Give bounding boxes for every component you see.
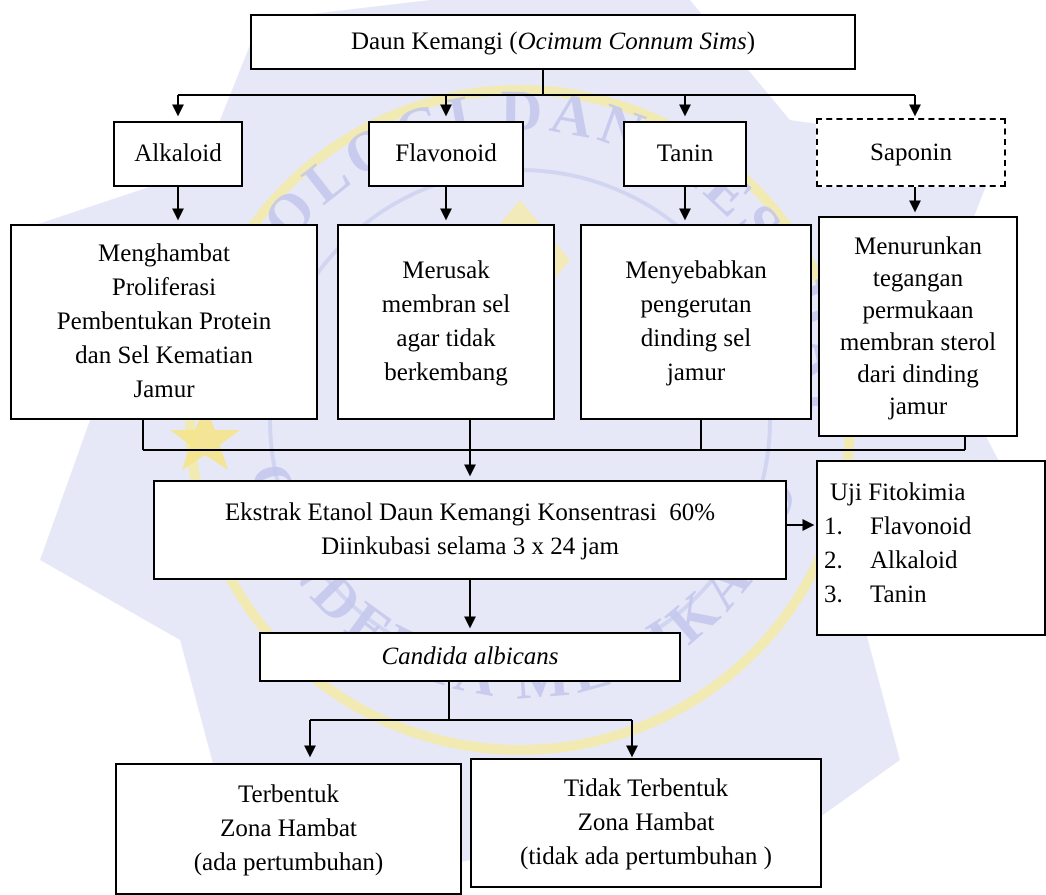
root-label: Daun Kemangi (Ocimum Connum Sims) bbox=[350, 28, 756, 55]
extract-line-1: Ekstrak Etanol Daun Kemangi Konsentrasi … bbox=[224, 499, 716, 526]
organism-label: Candida albicans bbox=[381, 643, 559, 670]
compound-alkaloid: Alkaloid bbox=[113, 121, 243, 187]
extract-line-2: Diinkubasi selama 3 x 24 jam bbox=[321, 533, 619, 560]
compound-saponin: Saponin bbox=[816, 118, 1006, 187]
effect-tanin: Menyebabkan pengerutan dinding sel jamur bbox=[580, 224, 812, 420]
uji-list: 1.Flavonoid 2.Alkaloid 3.Tanin bbox=[824, 510, 971, 612]
outcome-tidak-terbentuk: Tidak Terbentuk Zona Hambat (tidak ada p… bbox=[470, 758, 822, 888]
outcome-terbentuk: Terbentuk Zona Hambat (ada pertumbuhan) bbox=[115, 763, 462, 895]
extract-box: Ekstrak Etanol Daun Kemangi Konsentrasi … bbox=[153, 480, 787, 580]
effect-flavonoid: Merusak membran sel agar tidak berkemban… bbox=[337, 224, 555, 420]
compound-flavonoid: Flavonoid bbox=[368, 121, 524, 187]
effect-alkaloid: Menghambat Proliferasi Pembentukan Prote… bbox=[10, 224, 318, 420]
uji-title: Uji Fitokimia bbox=[830, 479, 966, 506]
effect-saponin: Menurunkan tegangan permukaan membran st… bbox=[818, 216, 1018, 437]
uji-fitokimia-box: Uji Fitokimia 1.Flavonoid 2.Alkaloid 3.T… bbox=[816, 460, 1046, 636]
compound-tanin: Tanin bbox=[623, 121, 747, 187]
root-box: Daun Kemangi (Ocimum Connum Sims) bbox=[250, 14, 856, 70]
list-item: 1.Flavonoid bbox=[824, 513, 972, 540]
organism-box: Candida albicans bbox=[259, 632, 681, 682]
list-item: 3.Tanin bbox=[824, 581, 927, 608]
list-item: 2.Alkaloid bbox=[824, 547, 958, 574]
